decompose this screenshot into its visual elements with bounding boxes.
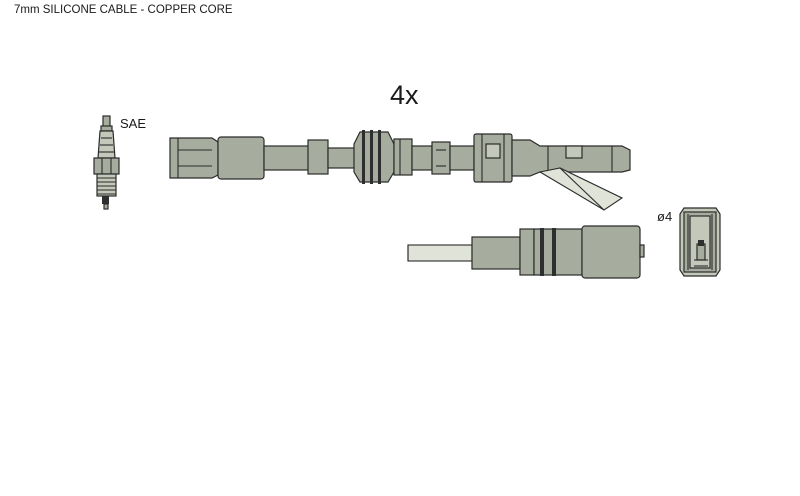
header-text: 7mm SILICONE CABLE - COPPER CORE — [14, 4, 233, 16]
spark-plug-icon — [93, 115, 120, 210]
terminal-label: ø4 — [657, 209, 672, 224]
spark-plug-label: SAE — [120, 116, 146, 131]
quantity-label: 4x — [390, 80, 419, 110]
spark-plug-boot-cable — [169, 130, 631, 211]
coil-connector-cable — [407, 225, 645, 279]
terminal-connector-icon — [679, 207, 721, 277]
